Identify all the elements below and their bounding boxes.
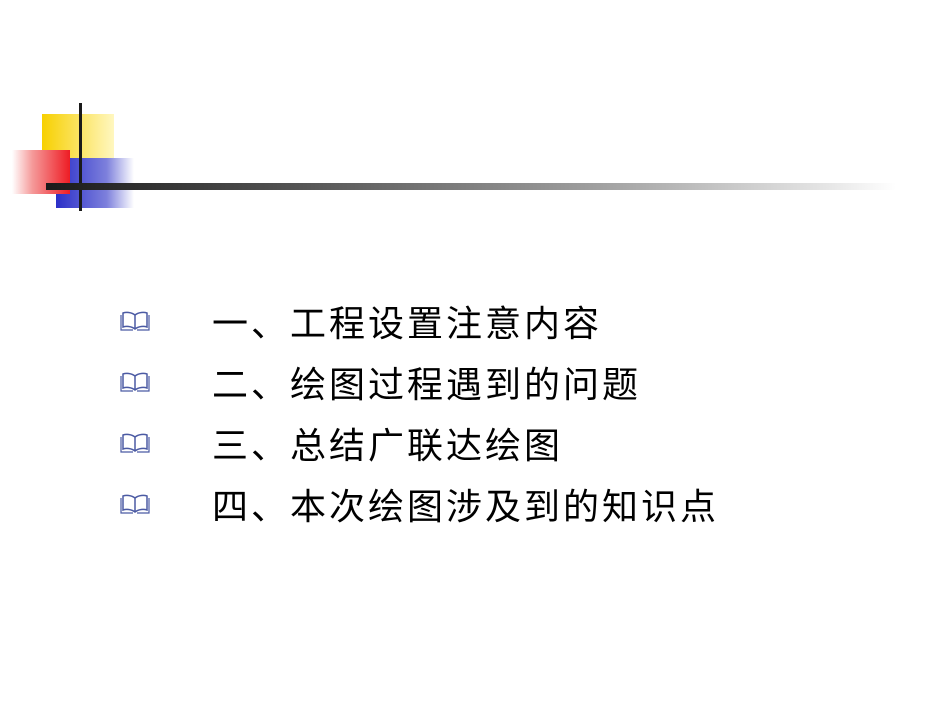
open-book-icon (120, 433, 150, 453)
list-item: 一、工程设置注意内容 (120, 290, 719, 351)
open-book-icon (120, 311, 150, 331)
list-item-label: 二、绘图过程遇到的问题 (212, 364, 642, 406)
list-item: 三、总结广联达绘图 (120, 412, 719, 473)
title-divider-line (46, 183, 896, 190)
agenda-list: 一、工程设置注意内容 二、绘图过程遇到的问题 三、总结广联达绘图 四、本次绘图涉… (120, 290, 719, 534)
open-book-icon (120, 494, 150, 514)
vertical-line (79, 103, 82, 211)
list-item-label: 四、本次绘图涉及到的知识点 (212, 486, 720, 528)
open-book-icon (120, 372, 150, 392)
list-item: 二、绘图过程遇到的问题 (120, 351, 719, 412)
list-item-label: 一、工程设置注意内容 (212, 303, 603, 345)
list-item: 四、本次绘图涉及到的知识点 (120, 473, 719, 534)
list-item-label: 三、总结广联达绘图 (212, 425, 564, 467)
